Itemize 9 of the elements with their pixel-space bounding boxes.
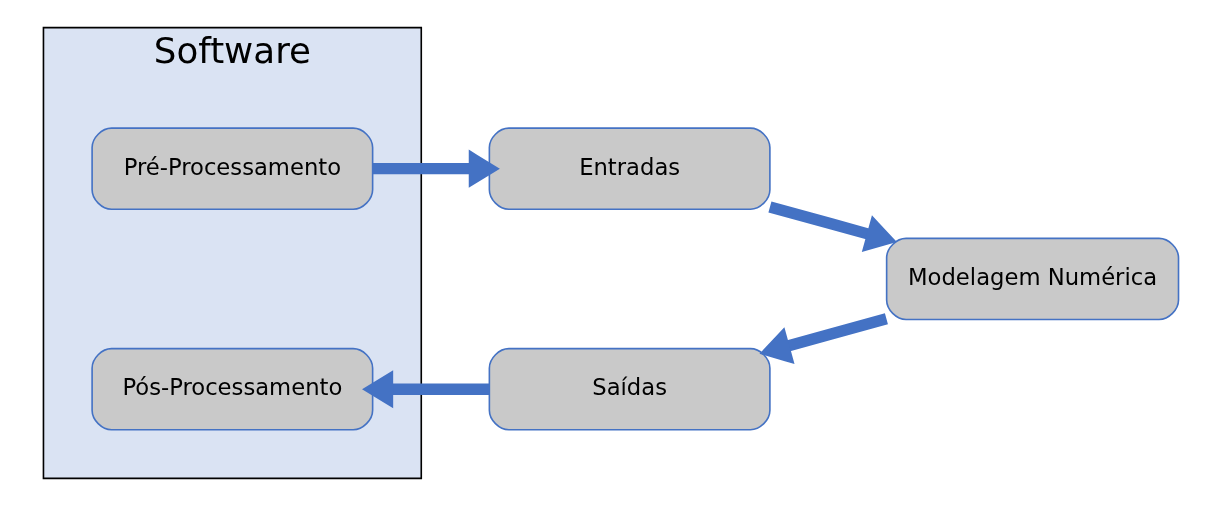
node-box: Pré-Processamento [91,127,374,211]
arrow [759,313,888,364]
node-box: Entradas [488,127,771,211]
arrow [372,149,500,188]
node-box: Modelagem Numérica [885,237,1180,321]
node-box: Saídas [488,347,771,431]
arrow [362,370,489,409]
node-box: Pós-Processamento [91,347,374,431]
arrow [768,201,897,253]
